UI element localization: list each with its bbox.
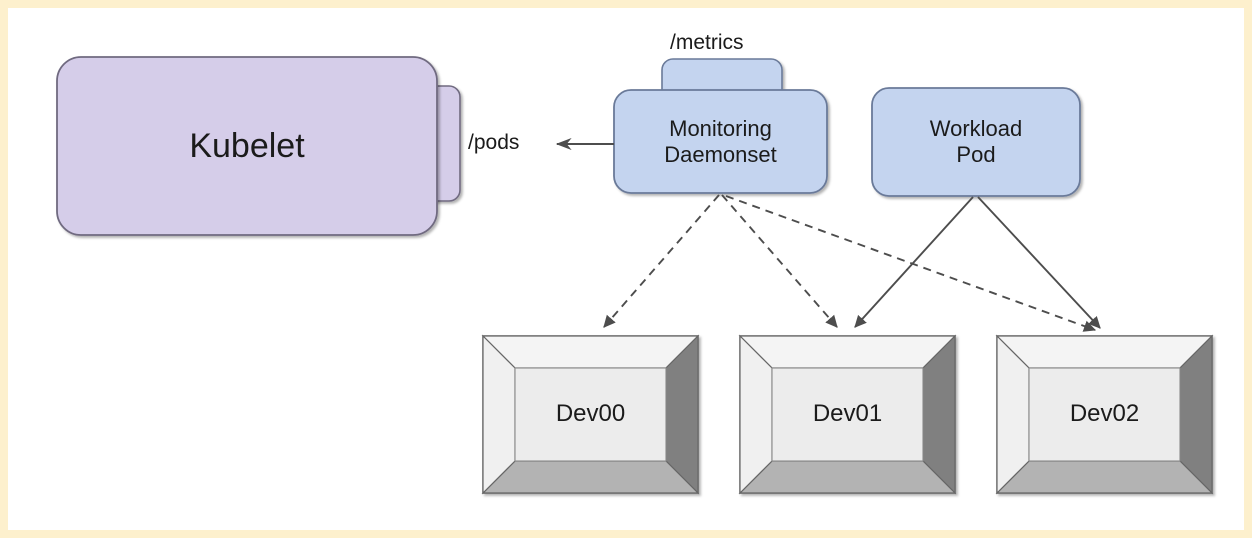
pods-endpoint-label: /pods — [468, 131, 520, 154]
edge-workload-to-dev01 — [854, 196, 974, 328]
dev01-node[interactable] — [738, 334, 957, 495]
workload-pod-body — [871, 87, 1081, 197]
metrics-endpoint-label: /metrics — [670, 31, 744, 54]
monitoring-daemonset-body — [613, 89, 828, 194]
dev00-node[interactable] — [481, 334, 700, 495]
workload-pod-node[interactable] — [871, 87, 1081, 197]
edge-daemonset-to-dev01 — [721, 194, 838, 328]
edge-daemonset-to-dev02 — [725, 195, 1097, 332]
kubelet-body — [56, 56, 438, 236]
monitoring-daemonset-node[interactable] — [613, 58, 828, 194]
dev02-node[interactable] — [995, 334, 1214, 495]
edge-workload-to-dev02 — [977, 196, 1101, 329]
edge-daemonset-to-dev00 — [603, 194, 720, 328]
kubelet-node[interactable] — [56, 56, 461, 236]
